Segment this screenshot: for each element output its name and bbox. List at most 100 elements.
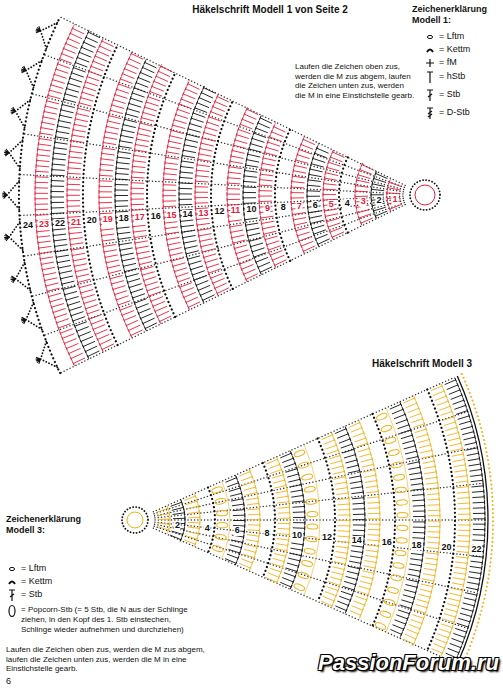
label-slot: 10 — [245, 198, 257, 216]
row-line — [222, 481, 230, 558]
title: Häkelschrift Modell 1 von Seite 2 — [150, 4, 390, 15]
legend-symbol — [424, 43, 436, 57]
popcorn-stitch — [293, 583, 305, 592]
ring-centre — [415, 185, 435, 205]
stitch-row — [195, 95, 229, 296]
chain-row — [208, 487, 215, 552]
stitch-row — [307, 146, 330, 246]
picot-loop — [16, 100, 31, 128]
note: Laufen die Zeichen oben zus, werden die … — [6, 645, 206, 674]
label-slot: 13 — [197, 202, 209, 220]
picot-loop — [26, 302, 42, 329]
picot-loop — [26, 61, 42, 88]
row-number: 9 — [264, 204, 271, 213]
popcorn-stitch — [393, 562, 405, 569]
row-number: 20 — [86, 216, 98, 225]
label-slot: 8 — [264, 522, 271, 540]
row-number: 2 — [174, 521, 181, 530]
label-slot: 4 — [344, 192, 351, 210]
label-slot: 16 — [381, 531, 393, 549]
label-slot: 4 — [204, 517, 211, 535]
row-number: 4 — [344, 199, 351, 208]
legend-text: = D-Stb — [439, 106, 470, 118]
popcorn-stitch — [376, 412, 388, 421]
popcorn-stitch — [301, 473, 313, 481]
chain-row — [372, 414, 395, 626]
stitch-row — [371, 172, 387, 219]
row-number: 1 — [392, 195, 399, 204]
legend-symbol — [6, 588, 18, 602]
picot-fan — [11, 276, 16, 283]
stitch-row — [99, 52, 143, 338]
popcorn-stitch — [212, 544, 224, 553]
picot-fan — [4, 149, 9, 156]
popcorn-stitch — [215, 498, 227, 505]
legend-symbol — [424, 30, 436, 44]
popcorn-stitch — [396, 537, 407, 543]
legend-symbol — [6, 604, 18, 618]
stitch-row — [403, 396, 440, 646]
stitch-row — [355, 163, 374, 225]
title-slot: Häkelschrift Modell 1 von Seite 2 — [150, 4, 390, 15]
popcorn-stitch — [217, 510, 228, 516]
row-line — [115, 59, 146, 331]
stitch-row — [227, 107, 258, 281]
row-number: 6 — [234, 526, 241, 535]
magic-ring — [410, 180, 440, 210]
stitch-row — [349, 421, 380, 617]
row-number: 22 — [54, 219, 66, 228]
chain-row — [339, 157, 348, 232]
popcorn-stitch — [393, 474, 405, 481]
row-number: 18 — [411, 541, 423, 550]
label-slot: 2 — [376, 189, 383, 207]
row-number: 24 — [22, 221, 34, 230]
popcorn-stitch — [298, 461, 310, 469]
legend-symbol — [424, 88, 436, 102]
stitch-row — [115, 61, 157, 331]
popcorn-stitch — [387, 586, 399, 594]
label-slot: 19 — [102, 208, 114, 226]
row-number: 5 — [328, 200, 335, 209]
row-line — [414, 396, 441, 645]
legend-row: = Kettm — [424, 43, 500, 57]
popcorn-stitch — [304, 548, 316, 555]
popcorn-stitch — [215, 533, 227, 540]
row-line — [386, 408, 410, 632]
label-slot: 5 — [328, 193, 335, 211]
picot-fan — [11, 107, 16, 114]
picot-loop — [16, 262, 31, 290]
label-slot: 14 — [351, 529, 363, 547]
label-slot: 12 — [321, 526, 333, 544]
row-number: 14 — [182, 210, 194, 219]
popcorn-stitch — [396, 500, 407, 506]
row-number: 6 — [312, 201, 319, 210]
magic-ring — [122, 507, 148, 533]
label-slot: 22 — [54, 212, 66, 230]
popcorn-stitch — [388, 449, 400, 457]
label-slot: 9 — [264, 197, 271, 215]
label-slot: 15 — [166, 204, 178, 222]
label-slot: PassionForum.ru — [318, 650, 500, 676]
row-line — [35, 24, 74, 366]
popcorn-stitch — [379, 610, 391, 619]
stitch-row — [157, 506, 170, 531]
label-slot: Laufen die Zeichen oben zus, werden die … — [6, 645, 206, 674]
row-number: 16 — [150, 212, 162, 221]
popcorn-stitch — [217, 522, 228, 528]
row-number: 11 — [230, 206, 242, 215]
label-slot: 22 — [470, 538, 482, 556]
picot-loop — [41, 341, 58, 367]
row-number: 21 — [70, 218, 82, 227]
popcorn-stitch — [211, 486, 223, 495]
stitch-row — [390, 402, 425, 636]
row-line — [179, 87, 204, 303]
legend-row: = Stb — [6, 588, 191, 602]
label-slot: 1 — [392, 188, 399, 206]
legend-row: = fM — [424, 56, 500, 70]
stitch-row — [225, 476, 245, 565]
row-line — [51, 31, 89, 359]
popcorn-stitch — [306, 536, 317, 542]
label-slot: Zeichenerklärung Modell 3: — [6, 514, 106, 536]
label-slot: 6 — [234, 519, 241, 537]
